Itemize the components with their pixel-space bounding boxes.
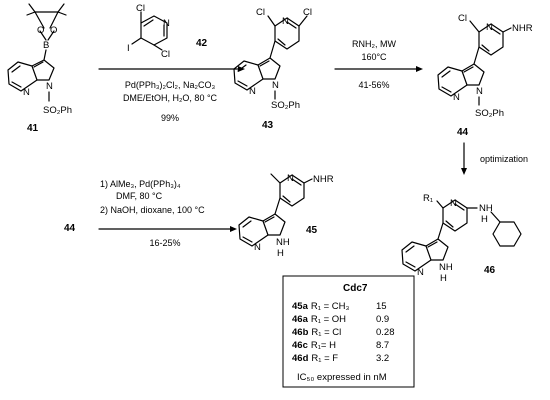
- chlorine-bottom: Cl: [161, 49, 170, 60]
- r1-substituent: R₁: [423, 193, 433, 204]
- pyridine-ring: [7, 61, 38, 92]
- step4-conditions-2: DMF, 80 °C: [116, 191, 163, 201]
- pyridine-nitrogen-43b: N: [249, 86, 256, 97]
- step1-conditions-2: DME/EtOH, H₂O, 80 °C: [123, 93, 218, 103]
- sulfonyl-group: SO₂Ph: [43, 105, 72, 116]
- pyridine-nitrogen-44b: N: [453, 92, 460, 103]
- compound-label-46: 46: [484, 265, 496, 276]
- optimization-label: optimization: [480, 154, 528, 164]
- pyridine-nitrogen-43: N: [282, 16, 289, 27]
- chlorine-right: Cl: [303, 7, 312, 18]
- compound-label-44-start: 44: [64, 223, 76, 234]
- step4-yield: 16-25%: [149, 238, 180, 248]
- amine-h-46: H: [481, 214, 488, 225]
- compound-42: Cl N I Cl 42: [127, 3, 208, 60]
- table-value: 0.9: [376, 314, 389, 325]
- pyridine-nitrogen-46b: N: [417, 267, 424, 278]
- compound-label-41: 41: [27, 123, 39, 134]
- table-value: 3.2: [376, 353, 389, 364]
- arrow-step1: Pd(PPh₃)₂Cl₂, Na₂CO₃ DME/EtOH, H₂O, 80 °…: [98, 66, 245, 123]
- step2-conditions-1: RNH₂, MW: [352, 39, 396, 49]
- chlorine-44: Cl: [458, 13, 467, 24]
- table-footnote: IC₅₀ expressed in nM: [297, 372, 387, 383]
- indole-nh-46: NH: [439, 262, 453, 273]
- compound-label-42: 42: [196, 38, 208, 49]
- amine-nh-46: NH: [479, 203, 493, 214]
- compound-45: N NHR N NH H 45: [238, 173, 334, 259]
- amine-group-45: NHR: [313, 174, 334, 185]
- pyridine-nitrogen-46: N: [450, 198, 457, 209]
- pinacol-ring: [34, 11, 59, 29]
- table-value: 15: [376, 301, 387, 312]
- pyrrole-ring: [31, 59, 55, 81]
- compound-41: O O B N N SO₂Ph 41: [7, 3, 72, 134]
- pyrrole-ring-46: [425, 238, 449, 261]
- step4-conditions-1: 1) AlMe₃, Pd(PPh₃)₄: [100, 179, 181, 189]
- pyrrole-ring-45: [262, 213, 286, 236]
- indole-nitrogen: N: [46, 81, 53, 92]
- compound-label-43: 43: [262, 120, 274, 131]
- pyridine-nitrogen-44: N: [486, 22, 493, 33]
- oxygen-right: O: [50, 25, 57, 36]
- pyrrole-ring-44: [461, 63, 485, 86]
- boron-atom: B: [43, 40, 49, 51]
- pyridine-nitrogen-45b: N: [254, 242, 261, 253]
- arrow-optimization: optimization: [461, 142, 528, 175]
- indole-h-45: H: [277, 248, 284, 259]
- amine-group-44: NHR: [512, 23, 533, 34]
- compound-46: R₁ N NH H N NH H 46: [401, 193, 522, 284]
- table-value: 0.28: [376, 327, 395, 338]
- pyrrole-ring-43: [257, 57, 281, 80]
- step1-conditions-1: Pd(PPh₃)₂Cl₂, Na₂CO₃: [125, 80, 216, 90]
- compound-label-44: 44: [457, 127, 469, 138]
- chlorine-top: Cl: [136, 3, 145, 14]
- sulfonyl-group-44: SO₂Ph: [475, 108, 504, 119]
- step2-yield: 41-56%: [358, 80, 389, 90]
- step1-yield: 99%: [161, 113, 179, 123]
- step4-conditions-3: 2) NaOH, dioxane, 100 °C: [100, 205, 205, 215]
- pyridine-nitrogen-45: N: [287, 173, 294, 184]
- compound-label-45: 45: [306, 225, 318, 236]
- arrow-step2: RNH₂, MW 160°C 41-56%: [334, 39, 423, 90]
- oxygen-left: O: [37, 25, 44, 36]
- sulfonyl-group-43: SO₂Ph: [271, 100, 300, 111]
- table-value: 8.7: [376, 340, 389, 351]
- step2-conditions-2: 160°C: [361, 52, 387, 62]
- table-title: Cdc7: [343, 283, 368, 294]
- pyridine-nitrogen: N: [23, 87, 30, 98]
- iodine-atom: I: [127, 43, 130, 54]
- arrow-step4: 1) AlMe₃, Pd(PPh₃)₄ DMF, 80 °C 2) NaOH, …: [98, 179, 237, 248]
- indole-nitrogen-44: N: [476, 86, 483, 97]
- indole-nh-45: NH: [276, 237, 290, 248]
- chlorine-left: Cl: [256, 7, 265, 18]
- indole-nitrogen-43: N: [272, 80, 279, 91]
- table-border: [282, 275, 415, 388]
- cyclohexyl-ring: [492, 221, 522, 247]
- compound-44-product: Cl N NHR N N SO₂Ph 44: [437, 13, 533, 138]
- indole-h-46: H: [440, 273, 447, 284]
- compound-43: Cl Cl N N N SO₂Ph 43: [233, 7, 312, 131]
- pyridine-nitrogen-42: N: [163, 18, 170, 29]
